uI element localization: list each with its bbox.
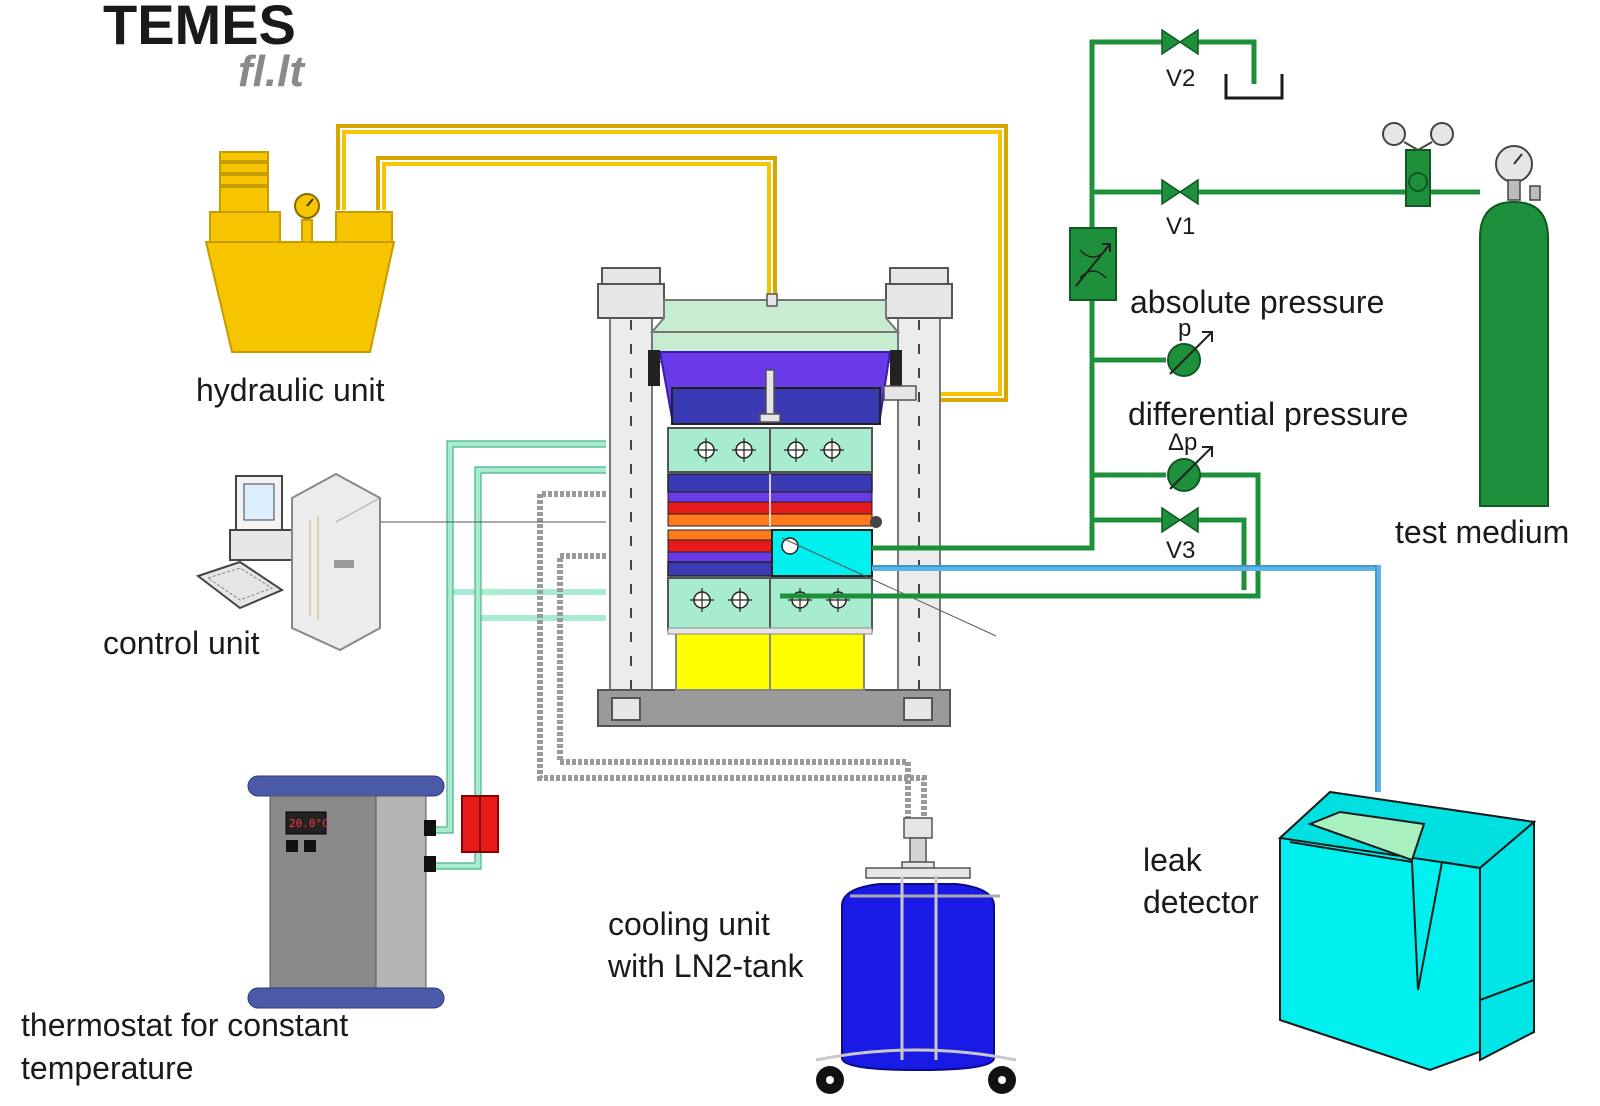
keyboard-icon bbox=[195, 560, 285, 610]
temes-logo: TEMES fl.lt bbox=[103, 0, 306, 96]
valve-v2 bbox=[1161, 28, 1199, 56]
absolute-pressure-symbol: p bbox=[1178, 315, 1191, 342]
ln2-lines bbox=[537, 491, 927, 820]
thermostat-display bbox=[285, 811, 327, 835]
absolute-pressure-label: absolute pressure bbox=[1130, 284, 1384, 320]
valve-v3 bbox=[1161, 506, 1199, 534]
differential-pressure-symbol: Δp bbox=[1168, 429, 1197, 456]
thermostat: 20.0°C bbox=[247, 775, 499, 1009]
thermostat-display-value: 20.0°C bbox=[289, 817, 329, 830]
hydraulic-unit-label: hydraulic unit bbox=[196, 372, 385, 408]
logo-main-text: TEMES bbox=[103, 0, 296, 56]
differential-pressure-sensor bbox=[1167, 446, 1213, 492]
valve-v1-label: V1 bbox=[1166, 213, 1195, 240]
ln2-tank bbox=[841, 883, 995, 1072]
hydraulic-unit bbox=[204, 151, 396, 353]
cooling-unit bbox=[815, 817, 1017, 1094]
flow-meter bbox=[1069, 227, 1117, 301]
coolant-lines bbox=[432, 441, 606, 869]
hydraulic-lines bbox=[336, 124, 1008, 402]
control-unit-label: control unit bbox=[103, 625, 260, 661]
leak-detector bbox=[1277, 790, 1537, 1072]
regulator-gauge-left-icon bbox=[1382, 122, 1406, 146]
pressure-regulator bbox=[1382, 122, 1454, 207]
control-unit bbox=[195, 472, 606, 652]
cooling-unit-label-line2: with LN2-tank bbox=[607, 948, 805, 984]
right-column bbox=[897, 317, 941, 695]
leak-detector-line bbox=[872, 565, 1381, 792]
regulator-gauge-right-icon bbox=[1430, 122, 1454, 146]
thermostat-label-line1: thermostat for constant bbox=[21, 1007, 348, 1043]
leak-detector-label-line1: leak bbox=[1143, 842, 1203, 878]
valve-v3-label: V3 bbox=[1166, 537, 1195, 564]
hydraulic-tank bbox=[204, 241, 396, 353]
logo-sub-text: fl.lt bbox=[238, 47, 306, 96]
differential-pressure-label: differential pressure bbox=[1128, 396, 1408, 432]
leak-detector-label-line2: detector bbox=[1143, 884, 1259, 920]
press-frame bbox=[597, 267, 997, 727]
valve-v2-label: V2 bbox=[1166, 65, 1195, 92]
thermostat-label-line2: temperature bbox=[21, 1050, 194, 1086]
leak-detector-screen bbox=[1307, 810, 1426, 862]
valve-v1 bbox=[1161, 178, 1199, 206]
test-medium-label: test medium bbox=[1395, 514, 1569, 550]
cooling-unit-label-line1: cooling unit bbox=[608, 906, 770, 942]
press-base bbox=[597, 689, 951, 727]
collection-tray bbox=[1224, 74, 1284, 100]
absolute-pressure-sensor bbox=[1167, 331, 1213, 377]
gas-cylinder bbox=[1479, 145, 1549, 507]
